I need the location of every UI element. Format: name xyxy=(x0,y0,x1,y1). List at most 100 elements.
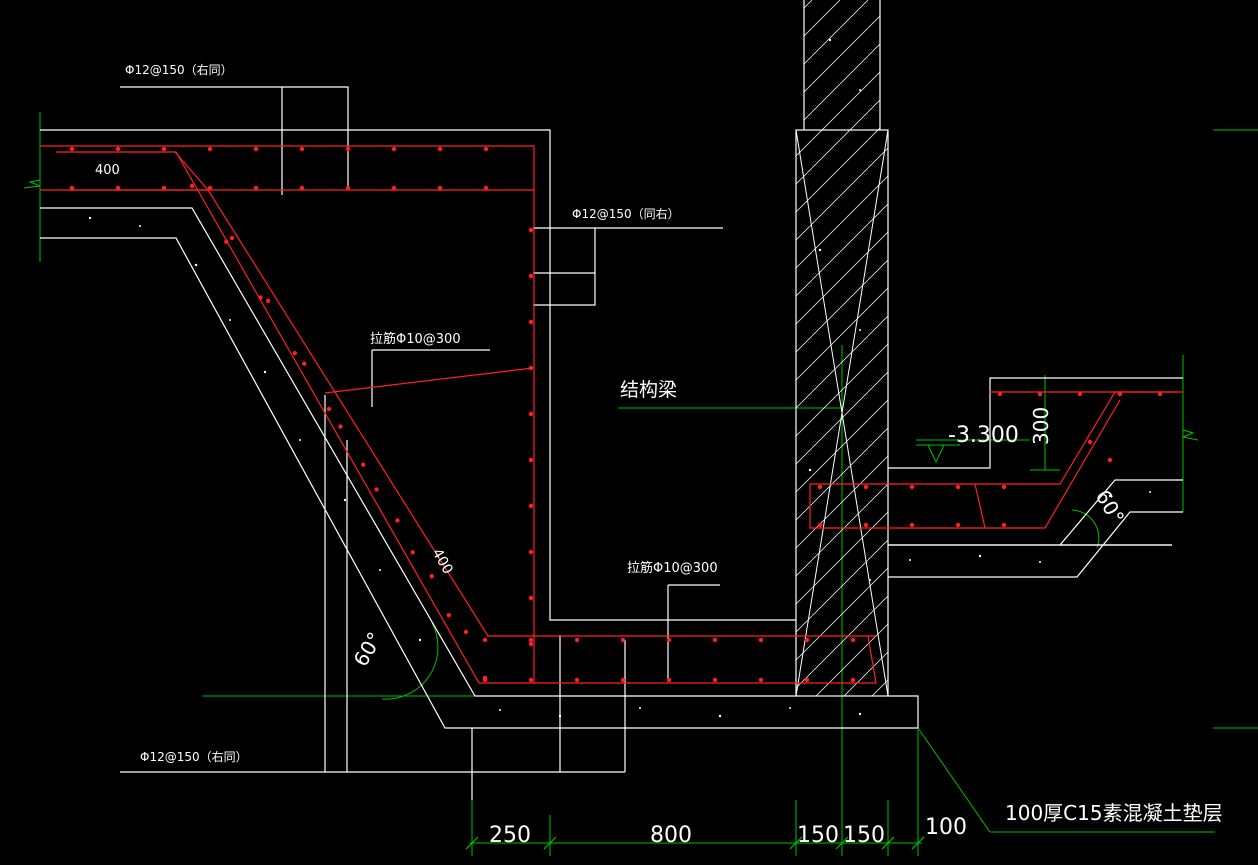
rebar-dot xyxy=(1077,391,1083,397)
rebar-dot xyxy=(863,484,869,490)
rebar-dot xyxy=(483,146,489,152)
rebar-dot xyxy=(361,462,366,467)
rebar-dot xyxy=(292,351,297,356)
rebar-dot xyxy=(666,677,672,683)
rebar-dot xyxy=(528,457,534,463)
tie-upper-label: 拉筋Φ10@300 xyxy=(370,331,461,347)
rebar-dot xyxy=(207,146,213,152)
rebar-dot xyxy=(258,295,263,300)
rebar-dot xyxy=(1157,391,1163,397)
cushion-label: 100厚C15素混凝土垫层 xyxy=(1005,801,1223,825)
rebar-dot xyxy=(997,391,1003,397)
rebar-dot xyxy=(1001,484,1007,490)
rebar-dot xyxy=(338,424,343,429)
rebar-dot xyxy=(299,146,305,152)
rebar-dot xyxy=(224,239,229,244)
rebar-dot xyxy=(528,365,534,371)
rebar-dot xyxy=(620,677,626,683)
dim-400-slope: 400 xyxy=(429,546,456,577)
rebar-bottom-label: Φ12@150（右同） xyxy=(140,749,248,764)
rebar-dot xyxy=(528,411,534,417)
dim-150-a: 150 xyxy=(797,823,839,848)
rebar-dot xyxy=(483,185,489,191)
rebar-dot xyxy=(758,677,764,683)
rebar-dot xyxy=(955,484,961,490)
rebar-dot xyxy=(189,183,195,189)
dim-800: 800 xyxy=(650,823,692,848)
dim-150-b: 150 xyxy=(843,823,885,848)
rebar-dot xyxy=(1117,391,1123,397)
dim-400-top: 400 xyxy=(95,163,120,178)
rebar-dot xyxy=(463,629,469,635)
rebar-dot xyxy=(528,319,534,325)
rebar-dot xyxy=(528,549,534,555)
rebar-dot xyxy=(850,677,856,683)
rebar-dot xyxy=(395,518,400,523)
rebar-dot xyxy=(69,185,75,191)
elevation-label: -3.300 xyxy=(948,423,1019,448)
rebar-dot xyxy=(253,146,259,152)
rebar-dot xyxy=(482,677,488,683)
rebar-dot xyxy=(666,637,672,643)
tie-lower-label: 拉筋Φ10@300 xyxy=(627,560,718,576)
rebar-dot xyxy=(69,146,75,152)
concrete-speckle xyxy=(88,38,1151,718)
dim-300: 300 xyxy=(1029,407,1053,445)
rebar-dot xyxy=(446,612,452,618)
rebar-dot xyxy=(712,677,718,683)
rebar-dot xyxy=(528,595,534,601)
rebar-dot xyxy=(1001,522,1007,528)
rebar-dots xyxy=(69,146,1163,683)
rebar-top-label: Φ12@150（右同） xyxy=(125,62,233,77)
rebar-dot xyxy=(528,273,534,279)
rebar-dot xyxy=(299,185,305,191)
angle-right: 60° xyxy=(1091,486,1130,529)
rebar-dot xyxy=(207,185,213,191)
rebar-dot xyxy=(955,522,961,528)
rebar-mid-label: Φ12@150（同右） xyxy=(572,206,680,221)
rebar-dot xyxy=(574,637,580,643)
rebar-dot xyxy=(326,406,332,412)
rebar-dot xyxy=(374,487,379,492)
rebar-dot xyxy=(482,637,488,643)
rebar-dot xyxy=(712,637,718,643)
rebar-dot xyxy=(574,677,580,683)
rebar-dot xyxy=(437,185,443,191)
rebar-dot xyxy=(429,574,434,579)
concrete-outline xyxy=(40,0,1183,800)
rebar-dot xyxy=(817,484,823,490)
structural-column xyxy=(795,0,889,697)
dim-250: 250 xyxy=(489,823,531,848)
rebar-dot xyxy=(528,641,534,647)
rebar-dot xyxy=(909,522,915,528)
angle-left: 60° xyxy=(349,628,388,671)
rebar-dot xyxy=(391,185,397,191)
rebar-dot xyxy=(437,146,443,152)
dim-100: 100 xyxy=(925,815,967,840)
rebar-dot xyxy=(863,522,869,528)
rebar-dot xyxy=(528,677,534,683)
rebar-dot xyxy=(1087,439,1093,445)
rebar-dot xyxy=(804,677,810,683)
rebar-dot xyxy=(1107,457,1113,463)
rebar-dot xyxy=(528,503,534,509)
rebar-dot xyxy=(253,185,259,191)
bottom-dimensions: 250 800 150 150 100 xyxy=(489,815,967,848)
rebar-dot xyxy=(528,637,534,643)
rebar-dot xyxy=(161,146,167,152)
labels: Φ12@150（右同） 400 Φ12@150（同右） 拉筋Φ10@300 结构… xyxy=(95,62,1223,825)
rebar-dot xyxy=(345,146,351,152)
rebar-dot xyxy=(161,185,167,191)
rebar-dot xyxy=(391,146,397,152)
rebar-dot xyxy=(115,146,121,152)
rebar-dot xyxy=(302,361,307,366)
rebar-dot xyxy=(909,484,915,490)
rebar-dot xyxy=(758,637,764,643)
rebar-dot xyxy=(410,550,415,555)
rebar-dot xyxy=(265,298,271,304)
rebar-lines xyxy=(40,145,1183,684)
beam-label: 结构梁 xyxy=(620,379,677,401)
rebar-dot xyxy=(850,637,856,643)
rebar-dot xyxy=(229,235,235,241)
